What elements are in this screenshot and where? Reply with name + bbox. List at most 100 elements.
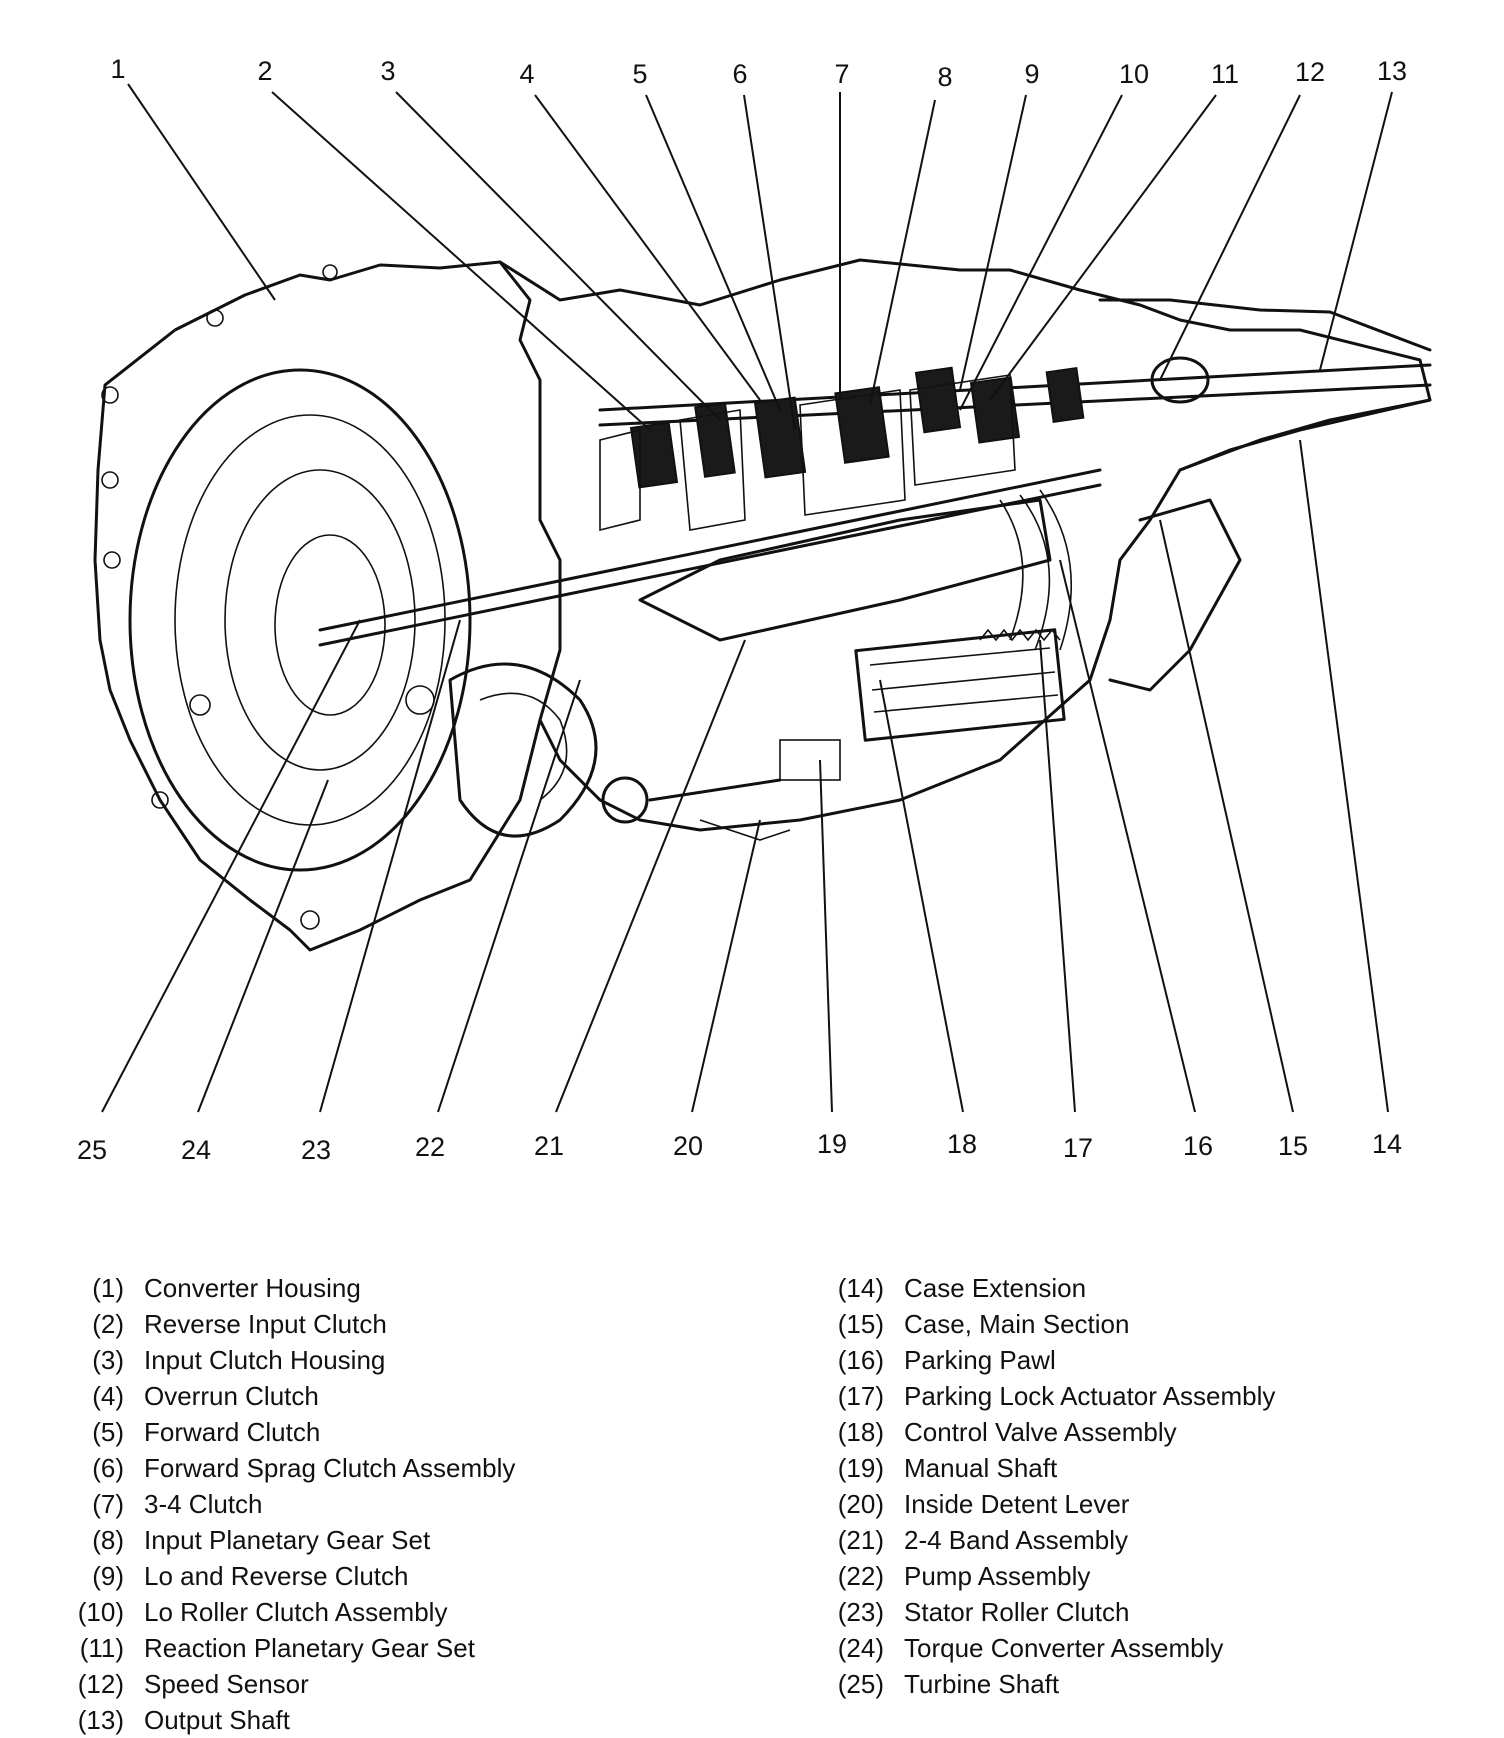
legend-label: Speed Sensor bbox=[144, 1669, 309, 1699]
case-extension-outline bbox=[1098, 298, 1432, 692]
legend-number: (3) bbox=[92, 1345, 124, 1375]
legend-number: (10) bbox=[77, 1597, 124, 1627]
legend-item: (7) 3-4 Clutch bbox=[66, 1486, 515, 1522]
legend-label: Reverse Input Clutch bbox=[144, 1309, 387, 1339]
converter-housing-outline bbox=[93, 260, 562, 952]
legend-label: Torque Converter Assembly bbox=[904, 1633, 1224, 1663]
legend-item: (9) Lo and Reverse Clutch bbox=[66, 1558, 515, 1594]
callout-17: 17 bbox=[1063, 1133, 1093, 1163]
legend-number: (8) bbox=[92, 1525, 124, 1555]
legend-number: (16) bbox=[837, 1345, 884, 1375]
callout-9: 9 bbox=[1024, 59, 1039, 89]
callout-4: 4 bbox=[519, 59, 534, 89]
callout-20: 20 bbox=[673, 1131, 703, 1161]
callout-3: 3 bbox=[380, 56, 395, 86]
legend-item: (12)Speed Sensor bbox=[66, 1666, 515, 1702]
callout-24: 24 bbox=[181, 1135, 211, 1165]
callout-12: 12 bbox=[1295, 57, 1325, 87]
main-case-outline bbox=[498, 258, 1432, 832]
speed-sensor bbox=[1150, 356, 1210, 404]
legend-item: (19) Manual Shaft bbox=[826, 1450, 1275, 1486]
callout-2: 2 bbox=[257, 56, 272, 86]
legend-label: 3-4 Clutch bbox=[144, 1489, 263, 1519]
legend-label: Control Valve Assembly bbox=[904, 1417, 1177, 1447]
callout-7: 7 bbox=[834, 59, 849, 89]
legend-number: (11) bbox=[79, 1633, 124, 1663]
legend-item: (4) Overrun Clutch bbox=[66, 1378, 515, 1414]
legend-label: Pump Assembly bbox=[904, 1561, 1091, 1591]
legend-item: (13) Output Shaft bbox=[66, 1702, 515, 1738]
legend-item: (23)Stator Roller Clutch bbox=[826, 1594, 1275, 1630]
legend-label: Forward Sprag Clutch Assembly bbox=[144, 1453, 516, 1483]
legend-item: (24) Torque Converter Assembly bbox=[826, 1630, 1275, 1666]
legend-item: (18) Control Valve Assembly bbox=[826, 1414, 1275, 1450]
callout-14: 14 bbox=[1372, 1129, 1402, 1159]
legend-label: Input Planetary Gear Set bbox=[144, 1525, 431, 1555]
legend-label: 2-4 Band Assembly bbox=[904, 1525, 1129, 1555]
callout-11: 11 bbox=[1211, 59, 1239, 89]
legend-label: Forward Clutch bbox=[144, 1417, 321, 1447]
legend-number: (22) bbox=[837, 1561, 884, 1591]
legend-left-column: (1)Converter Housing (2) Reverse Input Cl… bbox=[66, 1270, 516, 1738]
callout-19: 19 bbox=[817, 1129, 847, 1159]
parking-actuator-spring bbox=[979, 628, 1061, 642]
legend-label: Inside Detent Lever bbox=[904, 1489, 1130, 1519]
legend-number: (20) bbox=[837, 1489, 884, 1519]
legend-label: Parking Pawl bbox=[904, 1345, 1056, 1375]
legend-label: Output Shaft bbox=[144, 1705, 290, 1735]
torque-converter bbox=[128, 368, 472, 872]
legend-number: (7) bbox=[92, 1489, 124, 1519]
callout-21: 21 bbox=[534, 1131, 564, 1161]
flange-bolt-holes bbox=[101, 264, 338, 930]
legend-number: (4) bbox=[92, 1381, 124, 1411]
legend-number: (13) bbox=[77, 1705, 124, 1735]
callout-18: 18 bbox=[947, 1129, 977, 1159]
legend-label: Overrun Clutch bbox=[144, 1381, 319, 1411]
legend-number: (6) bbox=[92, 1453, 124, 1483]
legend-number: (15) bbox=[837, 1309, 884, 1339]
legend-number: (14) bbox=[837, 1273, 884, 1303]
legend-number: (9) bbox=[92, 1561, 124, 1591]
leader-lines bbox=[101, 83, 1393, 1113]
legend-number: (2) bbox=[92, 1309, 124, 1339]
callout-15: 15 bbox=[1278, 1131, 1308, 1161]
legend-number: (19) bbox=[837, 1453, 884, 1483]
callout-22: 22 bbox=[415, 1132, 445, 1162]
legend-item: (20) Inside Detent Lever bbox=[826, 1486, 1275, 1522]
legend-item: (17)Parking Lock Actuator Assembly bbox=[826, 1378, 1276, 1414]
legend-item: (8) Input Planetary Gear Set bbox=[66, 1522, 515, 1558]
callout-numbers-bottom: 25 24 23 22 21 20 19 18 17 16 15 14 bbox=[77, 1129, 1402, 1165]
manual-shaft bbox=[601, 739, 841, 841]
legend-item: (25)Turbine Shaft bbox=[826, 1666, 1275, 1702]
legend-number: (24) bbox=[837, 1633, 884, 1663]
legend-item: (14) Case Extension bbox=[826, 1270, 1275, 1306]
transmission-cutaway-diagram: 1 2 3 4 5 6 7 8 9 10 11 12 13 25 24 23 2… bbox=[77, 54, 1432, 1165]
legend-number: (1) bbox=[92, 1273, 124, 1303]
legend-item: (16) Parking Pawl bbox=[826, 1342, 1275, 1378]
legend-item: (10)Lo Roller Clutch Assembly bbox=[66, 1594, 515, 1630]
legend-label: Manual Shaft bbox=[904, 1453, 1058, 1483]
legend-item: (11) Reaction Planetary Gear Set bbox=[66, 1630, 515, 1666]
legend-item: (6) Forward Sprag Clutch Assembly bbox=[66, 1450, 515, 1486]
callout-8: 8 bbox=[937, 62, 952, 92]
internal-drums bbox=[599, 374, 1073, 651]
control-valve-body bbox=[854, 628, 1066, 742]
legend-item: (2) Reverse Input Clutch bbox=[66, 1306, 515, 1342]
legend-number: (5) bbox=[92, 1417, 124, 1447]
legend-right-column: (14) Case Extension (15)Case, Main Sectio… bbox=[826, 1270, 1276, 1702]
legend-number: (17) bbox=[837, 1381, 884, 1411]
pump-area bbox=[405, 662, 598, 838]
legend-label: Reaction Planetary Gear Set bbox=[144, 1633, 475, 1663]
legend-label: Case Extension bbox=[904, 1273, 1087, 1303]
legend-item: (15)Case, Main Section bbox=[826, 1306, 1275, 1342]
transmission-illustration bbox=[93, 258, 1432, 952]
callout-16: 16 bbox=[1183, 1131, 1213, 1161]
legend-item: (21)2-4 Band Assembly bbox=[826, 1522, 1275, 1558]
legend-item: (1)Converter Housing bbox=[66, 1270, 515, 1306]
turbine-shaft bbox=[318, 468, 1102, 647]
callout-6: 6 bbox=[732, 59, 747, 89]
legend-label: Lo and Reverse Clutch bbox=[144, 1561, 409, 1591]
legend-number: (18) bbox=[837, 1417, 884, 1447]
callout-5: 5 bbox=[632, 59, 647, 89]
callout-numbers-top: 1 2 3 4 5 6 7 8 9 10 11 12 13 bbox=[110, 54, 1407, 92]
